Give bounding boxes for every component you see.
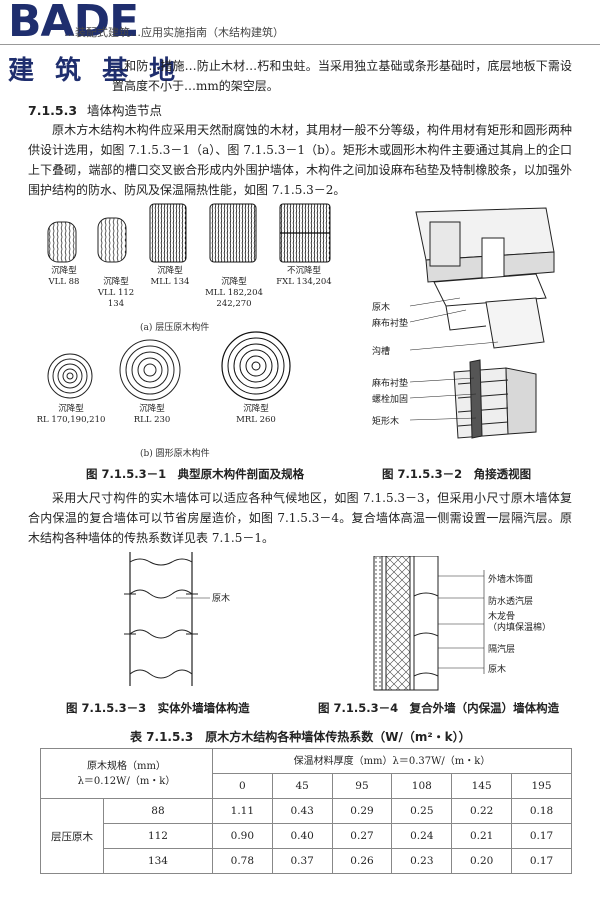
table-value-cell: 0.29 — [331, 798, 393, 824]
thickness-cell: 95 — [331, 773, 393, 799]
section-number: 7.1.5.3 — [28, 103, 78, 118]
fig2-note-felt-2: 麻布衬垫 — [372, 379, 409, 389]
fig4-leaders — [438, 570, 485, 674]
table-value-cell: 0.37 — [271, 848, 333, 874]
fig2-note-bolt: 螺栓加固 — [372, 395, 409, 405]
section-rl170-icon — [47, 353, 93, 399]
table-value-cell: 0.21 — [451, 823, 513, 849]
table-header-row: 原木规格（mm） λ＝0.12W/（m・k） 保温材料厚度（mm）λ＝0.37W… — [40, 748, 573, 799]
section-title: 墙体构造节点 — [87, 103, 163, 118]
fig4-note-vapor: 隔汽层 — [488, 645, 516, 655]
figure-composite-wall — [373, 556, 439, 691]
table-spec-cell: 112 — [103, 823, 213, 849]
table-thickness-row: 0 45 95 108 145 195 — [41, 773, 572, 799]
table-spec-cell: 134 — [103, 848, 213, 874]
fig2-note-felt-1: 麻布衬垫 — [372, 319, 409, 329]
section-mll182-icon — [209, 203, 257, 263]
fig2-note-log: 原木 — [372, 303, 391, 313]
header-rule — [0, 44, 600, 45]
figure-4-caption: 图 7.1.5.3－4 复合外墙（内保温）墙体构造 — [318, 701, 560, 715]
table-value-cell: 1.11 — [211, 798, 273, 824]
section-rll230-icon — [119, 339, 181, 401]
table-value-cell: 0.40 — [271, 823, 333, 849]
figure-solid-wall — [124, 552, 210, 686]
table-value-cell: 0.22 — [451, 798, 513, 824]
thickness-cell: 0 — [211, 773, 273, 799]
table-title: 表 7.1.5.3 原木方木结构各种墙体传热系数（W/（m²・k）） — [130, 730, 471, 744]
table-row: 112 0.90 0.40 0.27 0.24 0.21 0.17 — [41, 823, 572, 849]
table-value-cell: 0.24 — [391, 823, 453, 849]
table-value-cell: 0.17 — [511, 848, 572, 874]
table-value-cell: 0.27 — [331, 823, 393, 849]
body-paragraph-2: 采用大尺寸构件的实木墙体可以适应各种气候地区，如图 7.1.5.3－3，但采用小… — [28, 491, 572, 545]
site-logo-word: BADE — [8, 0, 139, 47]
table-value-cell: 0.90 — [211, 823, 273, 849]
fig2-note-rect-wood: 矩形木 — [372, 417, 400, 427]
running-header: …装配式建筑…应用实施指南（木结构建筑） — [64, 26, 284, 39]
table-value-cell: 0.78 — [211, 848, 273, 874]
heat-transfer-table: 原木规格（mm） λ＝0.12W/（m・k） 保温材料厚度（mm）λ＝0.37W… — [40, 748, 573, 874]
table-value-cell: 0.43 — [271, 798, 333, 824]
section-vll112-icon — [97, 217, 127, 263]
table-row-group: 层压原木 — [40, 798, 104, 874]
section-mrl260-icon — [221, 331, 291, 401]
table-row: 层压原木 88 1.11 0.43 0.29 0.25 0.22 0.18 — [40, 798, 572, 874]
table-value-cell: 0.26 — [331, 848, 393, 874]
table-group-header: 保温材料厚度（mm）λ＝0.37W/（m・k） — [211, 748, 573, 774]
table-spec-cell: 88 — [103, 798, 213, 824]
thickness-cell: 145 — [451, 773, 513, 799]
fig4-note-log: 原木 — [488, 665, 507, 675]
body-paragraph-1: 原木方木结构木构件应采用天然耐腐蚀的木材，其用材一般不分等级，构件用材有矩形和圆… — [28, 123, 572, 197]
subcaption-a: (a) 层压原木构件 — [140, 323, 210, 333]
section-mll134-icon — [149, 203, 187, 263]
table-value-cell: 0.23 — [391, 848, 453, 874]
figure-3-caption: 图 7.1.5.3－3 实体外墙墙体构造 — [66, 701, 250, 715]
intro-paragraph: …和防…措施…防止木材…朽和虫蛀。当采用独立基础或条形基础时，底层地板下需设置高… — [112, 59, 572, 93]
table-corner-header: 原木规格（mm） λ＝0.12W/（m・k） — [40, 748, 213, 799]
figure-log-sections — [47, 203, 331, 401]
fig4-note-stud: 木龙骨 （内填保温棉） — [488, 612, 552, 633]
fig4-note-membrane: 防水透汽层 — [488, 597, 534, 607]
subcaption-b: (b) 圆形原木构件 — [140, 449, 210, 459]
section-heading: 7.1.5.3 墙体构造节点 — [28, 100, 162, 119]
thickness-cell: 45 — [271, 773, 333, 799]
thickness-cell: 108 — [391, 773, 453, 799]
table-row: 134 0.78 0.37 0.26 0.23 0.20 0.17 — [41, 848, 572, 874]
figure-2-caption: 图 7.1.5.3－2 角接透视图 — [382, 467, 532, 481]
table-value-cell: 0.25 — [391, 798, 453, 824]
section-vll88-icon — [47, 221, 77, 263]
table-value-cell: 0.20 — [451, 848, 513, 874]
fig3-note-log: 原木 — [212, 594, 231, 604]
figure-corner-perspective — [409, 207, 555, 439]
fig2-note-groove: 沟槽 — [372, 347, 391, 357]
table-value-cell: 0.17 — [511, 823, 572, 849]
figure-1-caption: 图 7.1.5.3－1 典型原木构件剖面及规格 — [86, 467, 305, 481]
site-logo-chinese: 建 筑 基 地 — [8, 56, 182, 86]
table-value-cell: 0.18 — [511, 798, 572, 824]
fig4-note-cladding: 外墙木饰面 — [488, 575, 534, 585]
thickness-cell: 195 — [511, 773, 572, 799]
